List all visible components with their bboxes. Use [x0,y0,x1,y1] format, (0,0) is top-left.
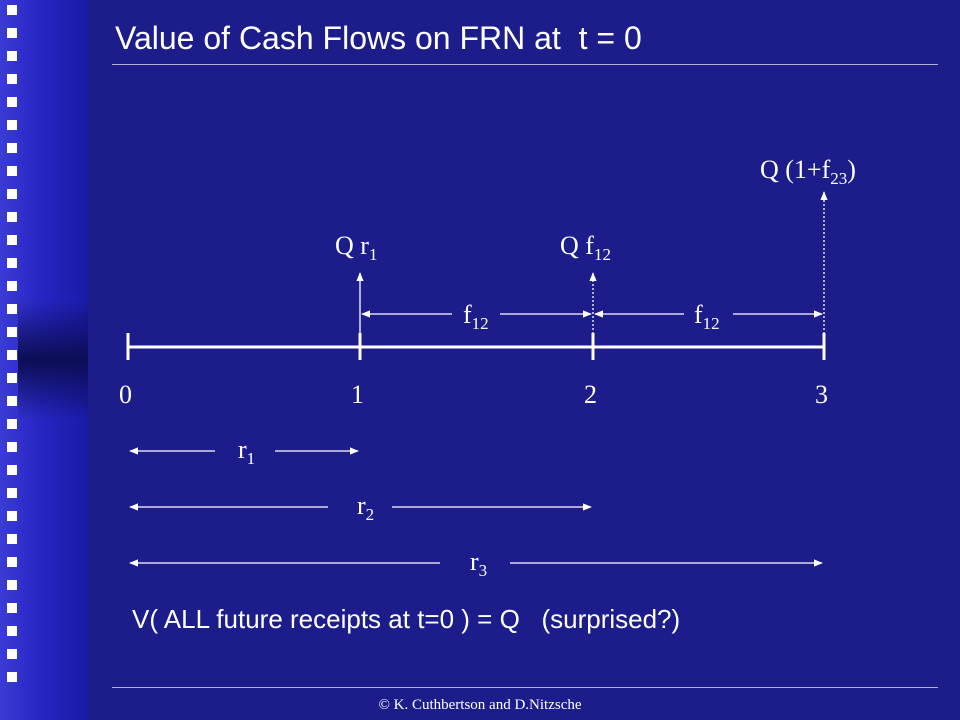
cash-flow-label-3-base: Q (1+f [760,155,831,184]
cash-flow-label-1-sub: 1 [368,245,378,264]
square-bullet [7,281,17,291]
spot-span-label-1: r1 [238,435,255,468]
spot-span-label-1-sub: 1 [246,449,256,468]
forward-span-label-2-base: f [694,300,703,329]
square-bullet [7,649,17,659]
spot-span-label-2-sub: 2 [365,505,375,524]
tick-label-1: 1 [351,380,364,409]
square-bullet [7,557,17,567]
spot-span-label-2-base: r [357,491,366,520]
forward-span-label-2-sub: 12 [702,314,720,333]
square-bullet [7,396,17,406]
square-bullet [7,143,17,153]
spot-span-label-3: r3 [470,547,487,580]
spot-span-label-2: r2 [357,491,374,524]
square-bullet [7,672,17,682]
cash-flow-label-3: Q (1+f23) [760,155,856,188]
square-bullet [7,511,17,521]
title-divider [112,64,938,65]
spot-span-label-3-sub: 3 [478,561,488,580]
square-bullet [7,304,17,314]
square-bullet [7,166,17,176]
square-bullet [7,212,17,222]
cash-flow-label-2: Q f12 [560,231,611,264]
spot-span-label-1-base: r [238,435,247,464]
slide-title: Value of Cash Flows on FRN at t = 0 [115,20,642,56]
cash-flow-label-3-sub: 23 [830,169,848,188]
square-bullet [7,258,17,268]
cash-flow-label-2-sub: 12 [593,245,611,264]
square-bullet [7,189,17,199]
square-bullet [7,350,17,360]
square-bullet [7,373,17,383]
tick-label-3: 3 [815,380,828,409]
spot-span-label-3-base: r [470,547,479,576]
square-bullet [7,465,17,475]
square-bullet [7,419,17,429]
square-bullet [7,442,17,452]
sidebar-shadow [18,300,88,420]
cash-flow-label-3-tail: ) [847,155,856,184]
footer-divider [112,687,938,688]
cash-flow-label-2-base: Q f [560,231,594,260]
square-bullet [7,120,17,130]
square-bullet [7,74,17,84]
copyright-footer: © K. Cuthbertson and D.Nitzsche [378,697,582,713]
value-formula: V( ALL future receipts at t=0 ) = Q (sur… [132,604,681,634]
tick-label-0: 0 [119,380,132,409]
square-bullet [7,28,17,38]
forward-span-label-1: f12 [463,300,489,333]
square-bullet [7,235,17,245]
square-bullet [7,51,17,61]
square-bullet [7,488,17,498]
cash-flow-label-1: Q r1 [335,231,377,264]
forward-span-label-2: f12 [694,300,720,333]
square-bullet [7,603,17,613]
square-bullet [7,580,17,590]
square-bullet [7,534,17,544]
cash-flow-label-1-base: Q r [335,231,369,260]
forward-span-label-1-sub: 12 [471,314,489,333]
square-bullet [7,327,17,337]
square-bullet [7,5,17,15]
square-bullet [7,97,17,107]
sidebar-decoration [0,0,88,720]
forward-span-label-1-base: f [463,300,472,329]
tick-label-2: 2 [584,380,597,409]
square-bullet [7,626,17,636]
